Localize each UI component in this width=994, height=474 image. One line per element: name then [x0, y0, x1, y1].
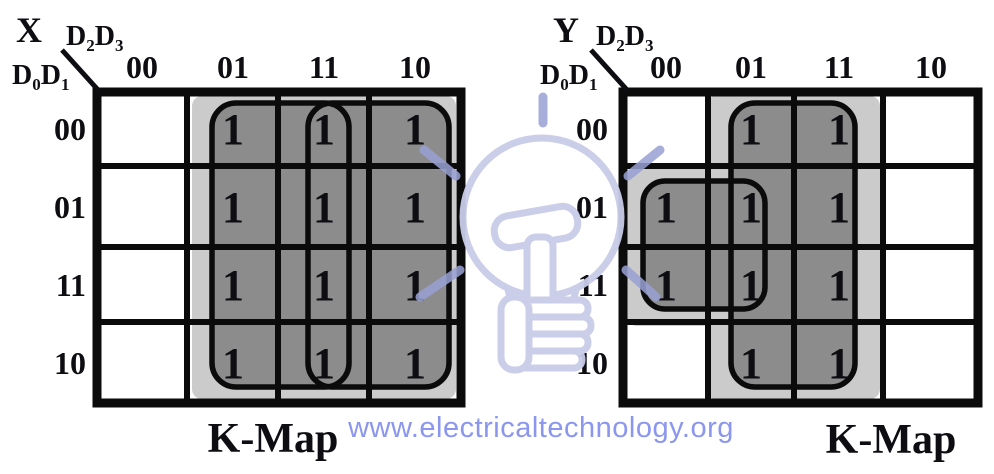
col-header: 11 — [824, 49, 854, 85]
map-output-label: Y — [553, 10, 579, 50]
cell-value: 1 — [655, 261, 677, 310]
col-header: 10 — [399, 49, 431, 85]
cell-value: 1 — [313, 339, 335, 388]
row-header: 11 — [56, 267, 86, 303]
group-rows-01-11-outline — [640, 178, 768, 312]
bulb-ray-icon — [621, 265, 661, 302]
group-cols-01-11-outline — [209, 100, 352, 390]
group-cols-11-10-outline — [305, 100, 452, 390]
row-var-label: D0D1 — [540, 60, 597, 94]
cell-value: 1 — [313, 105, 335, 154]
row-var-label: D0D1 — [12, 60, 69, 94]
map-output-label: X — [16, 10, 42, 50]
col-header: 01 — [735, 49, 767, 85]
cell-value: 1 — [222, 105, 244, 154]
row-header: 01 — [54, 189, 86, 225]
col-var-label: D2D3 — [596, 21, 653, 55]
cell-value: 1 — [740, 261, 762, 310]
row-header: 10 — [54, 345, 86, 381]
col-header: 01 — [217, 49, 249, 85]
cell-value: 1 — [655, 183, 677, 232]
watermark-text: www.electricaltechnology.org — [347, 412, 734, 444]
cell-value: 1 — [222, 339, 244, 388]
lightbulb-watermark — [415, 92, 665, 374]
map-caption: K-Map — [208, 416, 339, 462]
cell-value: 1 — [828, 105, 850, 154]
cell-value: 1 — [828, 339, 850, 388]
kmap-y: Y D2D3 D0D1 00 01 11 10 00 01 11 10 1 1 … — [540, 10, 983, 463]
fist-thumb-icon — [497, 293, 533, 374]
cell-value: 1 — [404, 183, 426, 232]
bulb-ray-icon — [623, 145, 665, 181]
bulb-ray-icon — [415, 265, 465, 302]
kmap-x: X D2D3 D0D1 00 01 11 10 00 01 11 10 1 1 … — [12, 10, 466, 462]
col-var-label: D2D3 — [66, 21, 123, 55]
row-header: 00 — [54, 111, 86, 147]
cell-value: 1 — [828, 183, 850, 232]
cell-value: 1 — [313, 183, 335, 232]
cell-value: 1 — [828, 261, 850, 310]
corner-diagonal — [589, 48, 630, 93]
grid-border — [618, 87, 983, 408]
cell-value: 1 — [740, 339, 762, 388]
corner-diagonal — [60, 48, 101, 93]
map-caption: K-Map — [826, 417, 957, 463]
cell-value: 1 — [404, 339, 426, 388]
bulb-ray-icon — [419, 145, 461, 181]
cell-value: 1 — [404, 261, 426, 310]
col-header: 00 — [126, 49, 158, 85]
col-header: 11 — [309, 49, 339, 85]
cell-value: 1 — [222, 183, 244, 232]
grid-border — [92, 87, 466, 408]
cell-value: 1 — [222, 261, 244, 310]
cell-value: 1 — [740, 105, 762, 154]
row-header: 00 — [576, 111, 608, 147]
cell-value: 1 — [404, 105, 426, 154]
grid-lines — [618, 87, 983, 408]
cell-value: 1 — [740, 183, 762, 232]
grid-lines — [92, 87, 466, 408]
group-cols-01-11-outline — [728, 100, 858, 390]
row-header: 01 — [576, 189, 608, 225]
col-header: 10 — [915, 49, 947, 85]
cell-value: 1 — [313, 261, 335, 310]
col-header: 00 — [650, 49, 682, 85]
